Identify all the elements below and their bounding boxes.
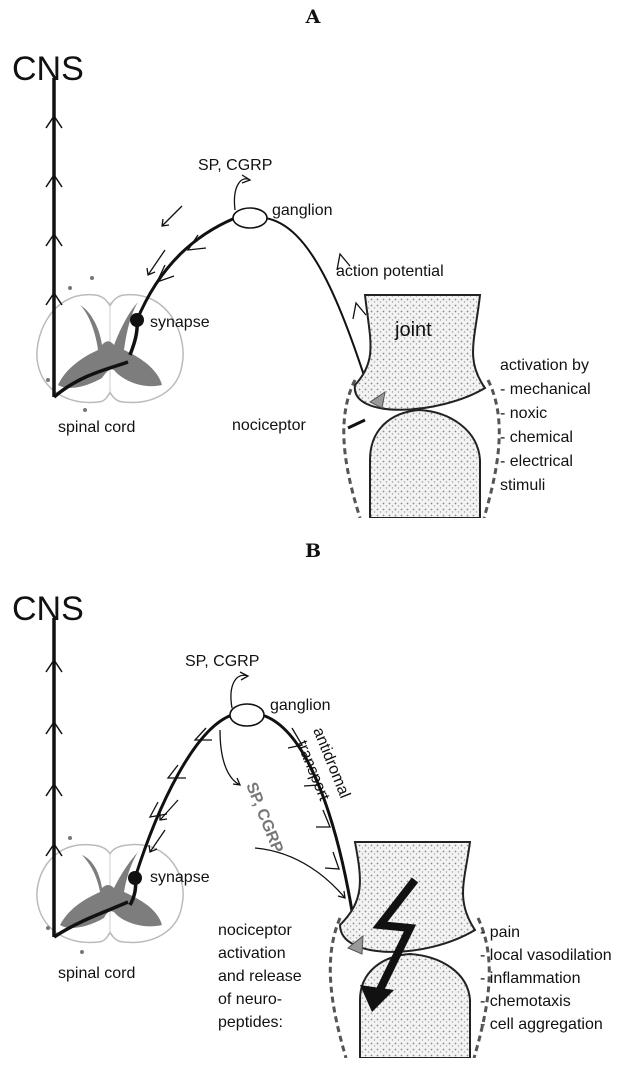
panel-b-diagram: CNS (10, 580, 616, 1058)
synapse-node (128, 871, 142, 885)
nociceptor-line: of neuro- (218, 991, 282, 1008)
spinal-cord-section (37, 836, 183, 954)
action-potential-label: action potential (336, 263, 444, 280)
activation-line: - electrical (500, 453, 573, 470)
nociceptor-label: nociceptor (232, 417, 306, 434)
effect-line: - local vasodilation (480, 947, 612, 964)
ganglion-node (233, 208, 267, 228)
panel-a-letter: A (0, 6, 626, 28)
activation-line: stimuli (500, 477, 545, 494)
effect-line: - inflammation (480, 970, 580, 987)
panel-b-figure: CNS (10, 580, 616, 1058)
synapse-node (130, 313, 144, 327)
nociceptor-line: nociceptor (218, 922, 292, 939)
activation-line: - mechanical (500, 381, 591, 398)
activation-line: - chemical (500, 429, 573, 446)
effect-line: - pain (480, 924, 520, 941)
effects-list: - pain - local vasodilation - inflammati… (480, 924, 612, 1033)
panel-b-letter: B (0, 540, 626, 562)
nociceptor-arrow (348, 420, 365, 428)
joint-label: joint (394, 319, 432, 341)
cns-label: CNS (12, 50, 84, 88)
panel-a-diagram: CNS (10, 40, 616, 518)
sp-cgrp-rotated: SP, CGRP (242, 780, 286, 856)
ganglion-label: ganglion (270, 697, 331, 714)
antidromal-label: antidromal transport (291, 725, 353, 808)
nociceptor-line: and release (218, 968, 302, 985)
cns-label: CNS (12, 590, 84, 628)
nociceptor-line: peptides: (218, 1014, 283, 1031)
sp-cgrp-transport-label: SP, CGRP (242, 780, 286, 856)
ganglion-node (230, 704, 264, 726)
spinal-cord-label: spinal cord (58, 419, 135, 436)
activation-line: - noxic (500, 405, 547, 422)
synapse-label: synapse (150, 314, 210, 331)
panel-a-figure: CNS (10, 40, 616, 518)
effect-line: - chemotaxis (480, 993, 571, 1010)
mediators-label: SP, CGRP (185, 653, 259, 670)
nociceptor-description: nociceptor activation and release of neu… (218, 922, 302, 1031)
activation-list: activation by - mechanical - noxic - che… (500, 357, 591, 494)
spinal-cord-label: spinal cord (58, 965, 135, 982)
effect-line: - cell aggregation (480, 1016, 603, 1033)
mediators-label: SP, CGRP (198, 157, 272, 174)
synapse-label: synapse (150, 869, 210, 886)
release-arrows (147, 175, 250, 275)
ganglion-label: ganglion (272, 202, 333, 219)
nociceptor-line: activation (218, 945, 286, 962)
activation-line: activation by (500, 357, 589, 374)
